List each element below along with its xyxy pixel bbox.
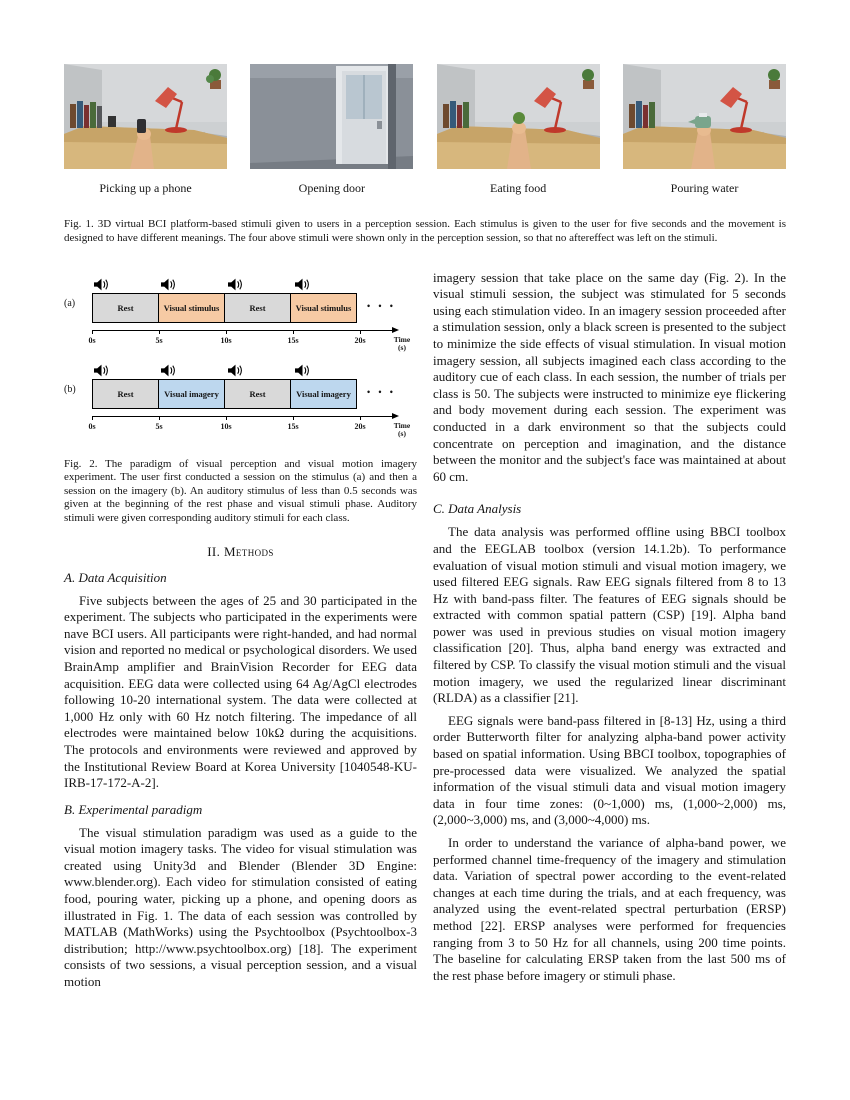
tick-label: 0s bbox=[88, 335, 96, 345]
two-column-body: (a) Rest Visual stimulus Rest Visual sti… bbox=[64, 270, 786, 993]
tick-label: 20s bbox=[354, 421, 366, 431]
speaker-icon bbox=[161, 364, 176, 377]
scene-picking-up-phone bbox=[64, 64, 227, 169]
tick-label: 15s bbox=[287, 335, 299, 345]
speaker-icon bbox=[94, 364, 109, 377]
scene-eating-food bbox=[436, 64, 600, 169]
subsection-data-analysis: C. Data Analysis bbox=[433, 501, 522, 517]
cell-rest: Rest bbox=[224, 292, 291, 323]
tick-label: 10s bbox=[220, 421, 232, 431]
tick-label: 15s bbox=[287, 421, 299, 431]
cell-visual-stimulus: Visual stimulus bbox=[158, 292, 225, 323]
subsection-data-acquisition: A. Data Acquisition bbox=[64, 569, 167, 585]
panel-caption: Picking up a phone bbox=[99, 181, 192, 195]
pencil-cup bbox=[108, 116, 116, 127]
scene-opening-door bbox=[250, 64, 414, 169]
food bbox=[512, 112, 525, 124]
speaker-icon bbox=[161, 278, 176, 291]
kettle bbox=[687, 113, 711, 128]
section-heading-methods: II. Methods bbox=[207, 543, 274, 559]
speaker-icon bbox=[94, 278, 109, 291]
paragraph-data-analysis-2: EEG signals were band-pass filtered in [… bbox=[433, 712, 786, 828]
arm bbox=[687, 113, 715, 169]
plant bbox=[767, 69, 780, 89]
tick-label: 10s bbox=[220, 335, 232, 345]
ellipsis-dots: • • • bbox=[367, 300, 396, 311]
paragraph-data-acquisition: Five subjects between the ages of 25 and… bbox=[64, 592, 417, 791]
figure-2-caption: Fig. 2. The paradigm of visual perceptio… bbox=[64, 457, 417, 524]
scene-pouring-water bbox=[622, 64, 786, 169]
speaker-icon bbox=[228, 278, 243, 291]
cell-rest: Rest bbox=[92, 378, 159, 409]
speaker-icon bbox=[295, 278, 310, 291]
time-axis-label: Time(s) bbox=[393, 420, 411, 439]
figure-1-caption: Fig. 1. 3D virtual BCI platform-based st… bbox=[64, 218, 786, 244]
left-column: (a) Rest Visual stimulus Rest Visual sti… bbox=[64, 270, 417, 993]
plant bbox=[206, 69, 221, 89]
axis-arrow-icon bbox=[392, 326, 399, 333]
cell-rest: Rest bbox=[92, 292, 159, 323]
desk-lamp bbox=[719, 87, 752, 133]
time-axis-b: 0s 5s 10s 15s 20s Time(s) bbox=[64, 412, 417, 446]
tick-label: 5s bbox=[155, 335, 163, 345]
right-column: imagery session that take place on the s… bbox=[433, 270, 786, 993]
panel-caption: Eating food bbox=[489, 181, 547, 195]
row-a-label: (a) bbox=[64, 297, 76, 309]
row-b-label: (b) bbox=[64, 383, 76, 395]
plant bbox=[581, 69, 594, 89]
books bbox=[442, 101, 469, 128]
phone bbox=[137, 119, 146, 133]
figure-1: Picking up a phone Opening bbox=[64, 64, 786, 196]
paragraph-experimental-paradigm: The visual stimulation paradigm was used… bbox=[64, 824, 417, 990]
panel-caption: Pouring water bbox=[670, 181, 739, 195]
cell-visual-stimulus: Visual stimulus bbox=[290, 292, 357, 323]
speaker-icon bbox=[228, 364, 243, 377]
books bbox=[70, 101, 102, 128]
door-handle bbox=[377, 121, 383, 129]
speaker-icon bbox=[295, 364, 310, 377]
paragraph-data-analysis-1: The data analysis was performed offline … bbox=[433, 524, 786, 706]
stimulus-panel-phone: Picking up a phone bbox=[64, 64, 227, 196]
time-axis-a: 0s 5s 10s 15s 20s Time(s) bbox=[64, 326, 417, 360]
cell-visual-imagery: Visual imagery bbox=[290, 378, 357, 409]
door bbox=[336, 64, 397, 169]
time-axis-label: Time(s) bbox=[393, 334, 411, 353]
stimulus-panel-water: Pouring water bbox=[622, 64, 786, 196]
figure-2-diagram: (a) Rest Visual stimulus Rest Visual sti… bbox=[64, 276, 417, 448]
timing-cells-b: Rest Visual imagery Rest Visual imagery bbox=[92, 378, 357, 409]
desk-lamp bbox=[533, 87, 566, 133]
panel-caption: Opening door bbox=[298, 181, 365, 195]
tick-label: 0s bbox=[88, 421, 96, 431]
ellipsis-dots: • • • bbox=[367, 386, 396, 397]
tick-label: 20s bbox=[354, 335, 366, 345]
cell-visual-imagery: Visual imagery bbox=[158, 378, 225, 409]
paragraph-paradigm-continued: imagery session that take place on the s… bbox=[433, 269, 786, 484]
tick-label: 5s bbox=[155, 421, 163, 431]
subsection-experimental-paradigm: B. Experimental paradigm bbox=[64, 801, 203, 817]
desk-lamp bbox=[155, 87, 187, 133]
page-content: Picking up a phone Opening bbox=[64, 64, 786, 993]
timing-cells-a: Rest Visual stimulus Rest Visual stimulu… bbox=[92, 292, 357, 323]
paragraph-data-analysis-3: In order to understand the variance of a… bbox=[433, 835, 786, 983]
arm bbox=[130, 119, 154, 169]
axis-arrow-icon bbox=[392, 412, 399, 419]
stimulus-panel-food: Eating food bbox=[436, 64, 600, 196]
cell-rest: Rest bbox=[224, 378, 291, 409]
timing-row-a: (a) Rest Visual stimulus Rest Visual sti… bbox=[64, 278, 417, 362]
stimulus-panel-door: Opening door bbox=[250, 64, 414, 196]
books bbox=[628, 101, 655, 128]
arm bbox=[506, 112, 531, 169]
timing-row-b: (b) Rest Visual imagery Rest Visual imag… bbox=[64, 364, 417, 448]
